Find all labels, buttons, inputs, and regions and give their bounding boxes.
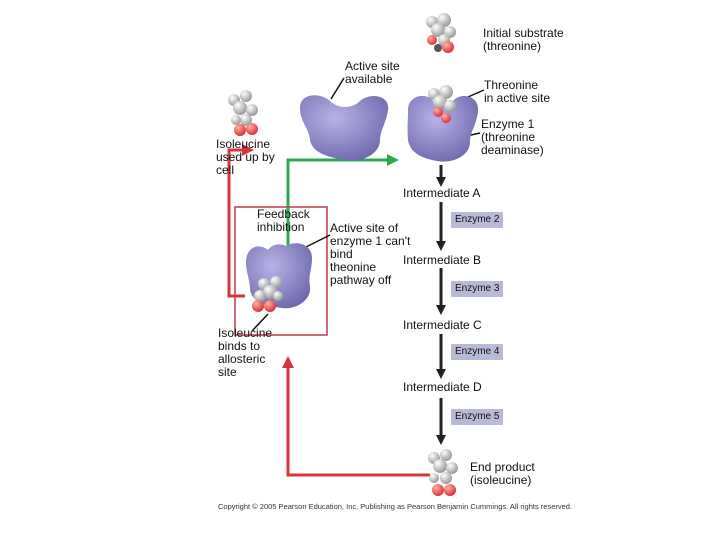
enzyme-2-box: Enzyme 2 (451, 212, 504, 228)
molecule-end-isoleucine (428, 449, 458, 496)
label-feedback-inhibition: Feedback inhibition (257, 207, 310, 234)
molecule-isoleucine-released (228, 90, 258, 136)
molecule-threonine-in-site (428, 85, 456, 123)
label-active-site-cant-bind: Active site of enzyme 1 can't bind theon… (330, 221, 411, 287)
enzyme-3-box: Enzyme 3 (451, 281, 504, 297)
label-isoleucine-binds: Isoleucine binds to allosteric site (218, 326, 273, 379)
label-active-site-available: Active site available (345, 59, 400, 86)
label-threonine-in-active-site: Threonine in active site (484, 78, 551, 105)
enzyme-free (300, 95, 389, 161)
label-isoleucine-used: Isoleucine used up by cell (216, 137, 275, 177)
molecule-isoleucine-allosteric (252, 276, 283, 312)
label-end-product: End product (isoleucine) (470, 460, 535, 487)
pointer-active-site (330, 77, 345, 100)
enzyme-1-bound (407, 95, 479, 162)
label-intermediate-d: Intermediate D (403, 380, 482, 394)
molecule-initial-threonine (426, 13, 456, 53)
feedback-arrow (282, 356, 430, 477)
label-intermediate-a: Intermediate A (403, 186, 481, 200)
label-intermediate-c: Intermediate C (403, 318, 482, 332)
feedback-inhibition-box (234, 206, 328, 336)
label-intermediate-b: Intermediate B (403, 253, 482, 267)
label-enzyme1: Enzyme 1 (threonine deaminase) (481, 117, 544, 157)
enzyme-5-box: Enzyme 5 (451, 409, 504, 425)
feedback-left-arrow (227, 144, 254, 298)
label-initial-substrate: Initial substrate (threonine) (483, 26, 564, 53)
copyright-text: Copyright © 2005 Pearson Education, Inc.… (218, 502, 573, 511)
enzyme-4-box: Enzyme 4 (451, 344, 504, 360)
pointer-allosteric (251, 313, 269, 332)
